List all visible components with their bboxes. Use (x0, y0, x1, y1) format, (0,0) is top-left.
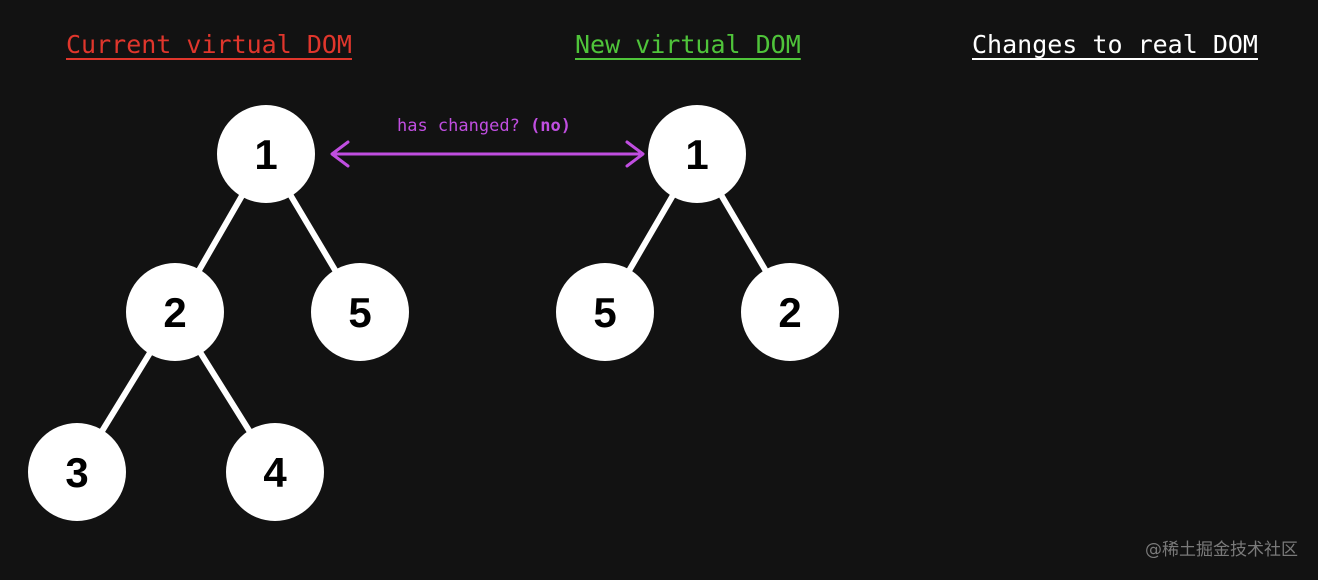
new-tree: 1 5 2 (556, 105, 839, 361)
current-node-label-2: 2 (163, 289, 186, 336)
current-node-label-1: 1 (254, 131, 277, 178)
current-node-3: 3 (28, 423, 126, 521)
comparison-label: has changed? (no) (397, 116, 571, 136)
new-node-5: 5 (556, 263, 654, 361)
new-node-2: 2 (741, 263, 839, 361)
current-node-label-3: 3 (65, 449, 88, 496)
comparison-arrow (330, 140, 645, 168)
current-node-2: 2 (126, 263, 224, 361)
comparison-result: (no) (530, 116, 571, 136)
current-node-1: 1 (217, 105, 315, 203)
current-tree: 1 2 5 3 4 (28, 105, 409, 521)
new-node-1: 1 (648, 105, 746, 203)
current-node-label-4: 4 (263, 449, 287, 496)
new-virtual-dom-heading: New virtual DOM (575, 30, 801, 59)
comparison-arrow-left-head (330, 140, 350, 168)
new-node-label-1: 1 (685, 131, 708, 178)
comparison-question: has changed? (397, 116, 520, 136)
comparison-arrow-right-head (625, 140, 645, 168)
current-node-circle-3 (28, 423, 126, 521)
current-virtual-dom-heading: Current virtual DOM (66, 30, 352, 59)
new-node-label-2: 2 (778, 289, 801, 336)
new-node-circle-5 (556, 263, 654, 361)
new-node-circle-2 (741, 263, 839, 361)
current-node-5: 5 (311, 263, 409, 361)
current-node-circle-1 (217, 105, 315, 203)
current-node-label-5: 5 (348, 289, 371, 336)
new-node-circle-1 (648, 105, 746, 203)
current-node-4: 4 (226, 423, 324, 521)
changes-to-real-dom-heading: Changes to real DOM (972, 30, 1258, 59)
current-node-circle-4 (226, 423, 324, 521)
new-node-label-5: 5 (593, 289, 616, 336)
watermark: @稀土掘金技术社区 (1145, 540, 1298, 560)
current-node-circle-5 (311, 263, 409, 361)
current-node-circle-2 (126, 263, 224, 361)
